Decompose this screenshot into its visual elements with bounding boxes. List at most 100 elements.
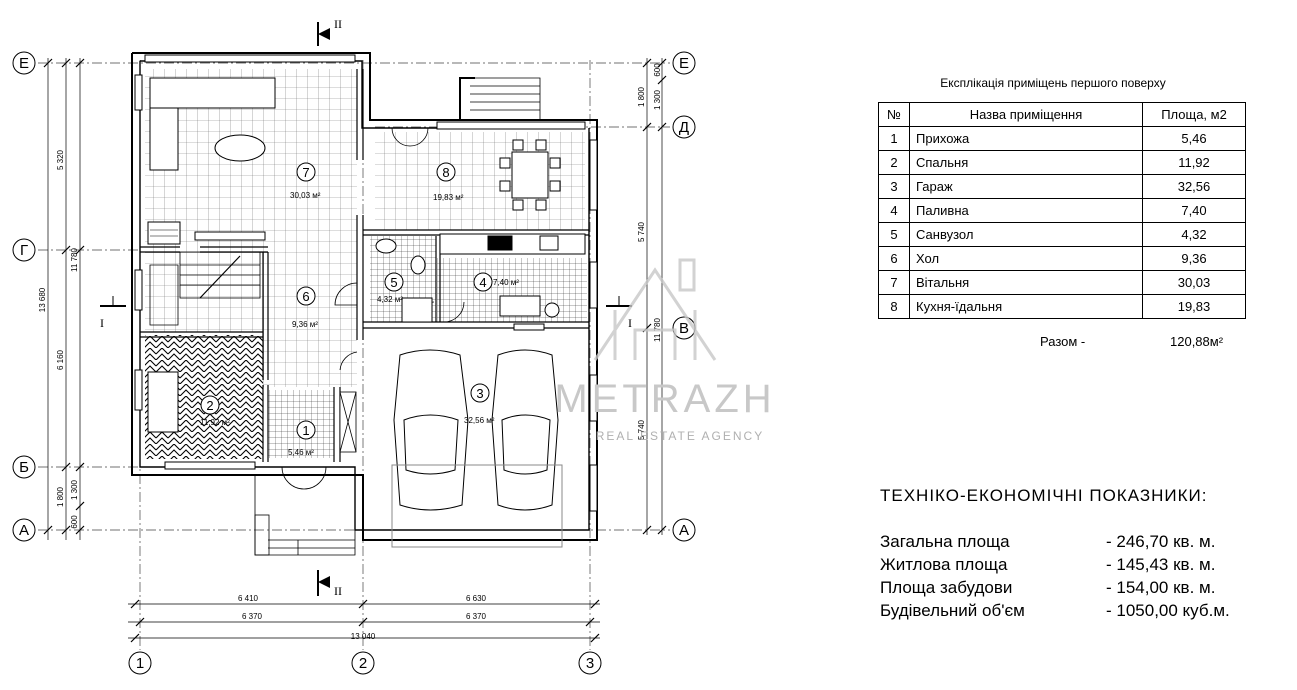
entrance-porch [254, 475, 356, 556]
bathroom-fixtures [375, 238, 560, 331]
room-5-label: 54,32 м² [377, 272, 404, 304]
axis-marker-2: 2 [351, 651, 375, 675]
room-7-label: 730,03 м² [290, 162, 321, 200]
svg-text:32,56 м²: 32,56 м² [464, 416, 495, 425]
room-4-label: 4 7,40 м² [473, 272, 519, 292]
svg-text:А: А [679, 522, 689, 539]
section-marker-left: I [100, 296, 126, 330]
bedroom-furniture [147, 371, 179, 433]
living-furniture [147, 77, 276, 245]
technical-indicators: ТЕХНІКО-ЕКОНОМІЧНІ ПОКАЗНИКИ: Загальна п… [880, 486, 1260, 624]
svg-text:8: 8 [442, 165, 449, 180]
cell-area: 32,56 [1142, 174, 1246, 199]
svg-text:600: 600 [70, 515, 79, 529]
svg-text:30,03 м²: 30,03 м² [290, 191, 321, 200]
svg-text:I: I [100, 316, 104, 330]
cell-no: 8 [878, 294, 910, 319]
svg-text:6: 6 [302, 289, 309, 304]
room-8-label: 819,83 м² [433, 162, 464, 202]
svg-text:4: 4 [479, 275, 486, 290]
cell-area: 7,40 [1142, 198, 1246, 223]
indicator-row: Загальна площа- 246,70 кв. м. [880, 532, 1260, 555]
windows [134, 54, 598, 512]
svg-text:3: 3 [586, 655, 594, 672]
svg-text:2: 2 [206, 398, 213, 413]
cell-area: 19,83 [1142, 294, 1246, 319]
svg-text:7,40 м²: 7,40 м² [493, 278, 519, 287]
svg-text:5,46 м²: 5,46 м² [288, 448, 314, 457]
svg-text:6 630: 6 630 [466, 594, 487, 603]
indicator-value: - 145,43 кв. м. [1106, 555, 1216, 574]
svg-text:1 300: 1 300 [70, 479, 79, 500]
left-dimension-chains [43, 58, 85, 540]
section-marker-right: I [606, 296, 632, 330]
cell-name: Хол [909, 246, 1143, 271]
cell-area: 4,32 [1142, 222, 1246, 247]
svg-text:13 040: 13 040 [351, 632, 376, 641]
axis-marker-V-right: В [672, 316, 696, 340]
cell-name: Кухня-їдальня [909, 294, 1143, 319]
cell-no: 4 [878, 198, 910, 223]
explication-total: Разом -120,88м² [1040, 334, 1250, 349]
svg-text:3: 3 [476, 386, 483, 401]
cell-name: Санвузол [909, 222, 1143, 247]
svg-text:9,36 м²: 9,36 м² [292, 320, 318, 329]
axis-marker-3: 3 [578, 651, 602, 675]
total-label: Разом - [1040, 334, 1086, 349]
svg-text:В: В [679, 320, 689, 337]
garage-cars [391, 349, 563, 548]
svg-text:1 800: 1 800 [637, 86, 646, 107]
svg-text:11 780: 11 780 [70, 248, 79, 272]
svg-text:6 370: 6 370 [466, 612, 487, 621]
svg-text:Г: Г [20, 242, 28, 259]
svg-text:4,32 м²: 4,32 м² [377, 295, 403, 304]
indicator-row: Житлова площа- 145,43 кв. м. [880, 555, 1260, 578]
room-3-label: 3 32,56 м² [464, 383, 495, 425]
explication-block: Експлікація приміщень першого поверху № … [878, 76, 1248, 319]
col-header-area: Площа, м2 [1142, 102, 1246, 127]
cell-name: Гараж [909, 174, 1143, 199]
indicator-value: - 154,00 кв. м. [1106, 578, 1216, 597]
svg-text:II: II [334, 584, 342, 598]
entry-closet [339, 391, 357, 453]
svg-text:6 160: 6 160 [56, 349, 65, 370]
axis-marker-G-left: Г [12, 238, 36, 262]
section-marker-top: II [317, 17, 342, 46]
kitchen-furniture [439, 139, 586, 255]
right-dimension-chains [642, 58, 667, 535]
indicators-heading: ТЕХНІКО-ЕКОНОМІЧНІ ПОКАЗНИКИ: [880, 486, 1208, 505]
svg-text:Е: Е [19, 55, 29, 72]
section-marker-bottom: II [317, 570, 342, 598]
indicator-name: Будівельний об'єм [880, 601, 1025, 620]
axis-marker-1: 1 [128, 651, 152, 675]
indicator-value: - 1050,00 куб.м. [1106, 601, 1230, 620]
axis-marker-E-left: Е [12, 51, 36, 75]
indicator-row: Площа забудови - 154,00 кв. м. [880, 578, 1260, 601]
porch-stair-top [460, 77, 541, 120]
cell-no: 7 [878, 270, 910, 295]
svg-text:I: I [628, 316, 632, 330]
room-6-label: 6 9,36 м² [292, 286, 318, 329]
axis-marker-B-left: Б [12, 455, 36, 479]
svg-text:Е: Е [679, 55, 689, 72]
cell-area: 30,03 [1142, 270, 1246, 295]
svg-text:11 780: 11 780 [653, 318, 662, 342]
indicator-value: - 246,70 кв. м. [1106, 532, 1216, 551]
cell-area: 5,46 [1142, 126, 1246, 151]
svg-text:Д: Д [679, 119, 689, 136]
svg-text:11,92 м²: 11,92 м² [200, 418, 230, 427]
svg-text:1 800: 1 800 [56, 486, 65, 507]
axis-marker-A-right: А [672, 518, 696, 542]
svg-text:5 320: 5 320 [56, 149, 65, 170]
cell-name: Паливна [909, 198, 1143, 223]
indicator-name: Площа забудови [880, 578, 1013, 597]
cell-name: Прихожа [909, 126, 1143, 151]
svg-text:6 410: 6 410 [238, 594, 259, 603]
explication-title: Експлікація приміщень першого поверху [940, 76, 1166, 90]
